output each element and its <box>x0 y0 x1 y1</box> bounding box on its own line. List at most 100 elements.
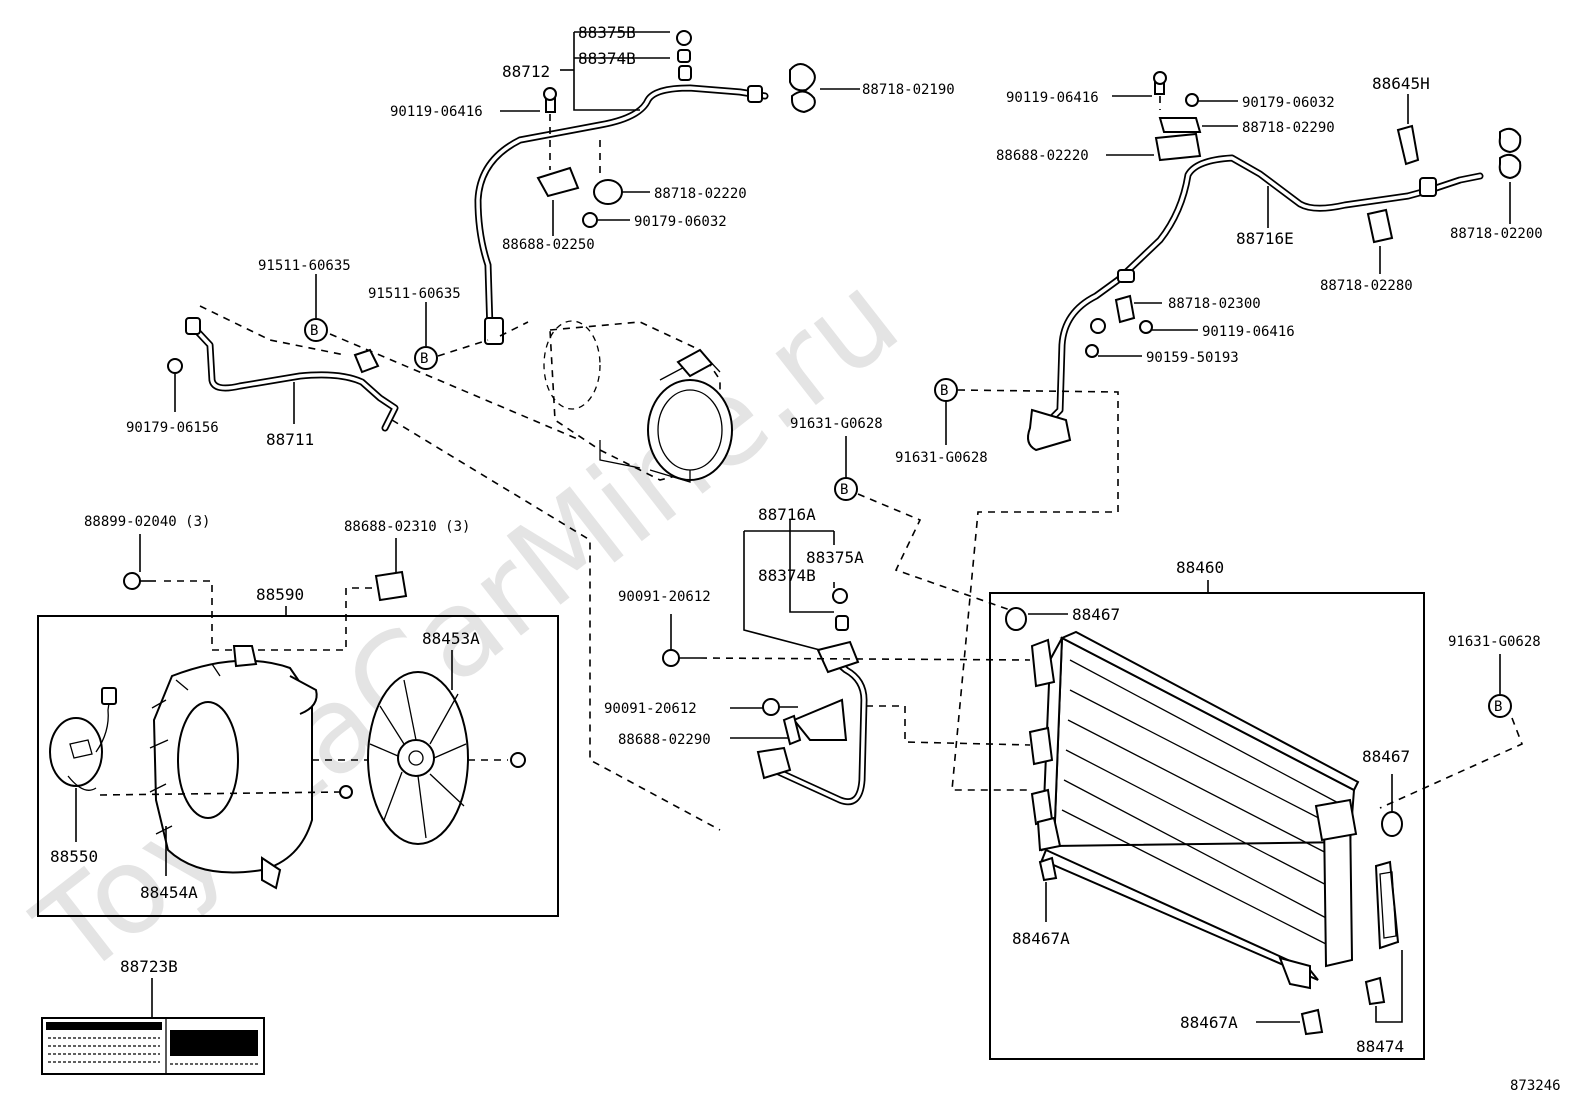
bracket-88688-02290 <box>792 698 848 741</box>
label-88718-02220: 88718-02220 <box>654 186 747 202</box>
label-88718-02280: 88718-02280 <box>1320 278 1413 294</box>
label-88454A: 88454A <box>140 883 198 902</box>
tube-end-loop <box>1027 408 1072 452</box>
bottom-mount <box>1036 816 1062 852</box>
label-91631-G0628-b: 91631-G0628 <box>895 450 988 466</box>
hose-fitting <box>484 317 504 345</box>
clamp-nut <box>1090 318 1106 334</box>
label-88375B: 88375B <box>578 23 636 42</box>
ref-marker-b-2-text: B <box>420 351 428 367</box>
label-91631-G0628-c: 91631-G0628 <box>1448 634 1541 650</box>
bolt-head <box>543 87 557 101</box>
bolt-90091-20612-b <box>762 698 780 716</box>
condenser-88460 <box>1028 630 1400 990</box>
label-90159-50193: 90159-50193 <box>1146 350 1239 366</box>
diagram-id: 873246 <box>1510 1078 1561 1094</box>
label-88590: 88590 <box>256 585 304 604</box>
hose-fitting-88711 <box>185 317 201 335</box>
bolt-90119-06416-c <box>1139 320 1153 334</box>
condenser-bracket-upper <box>1030 638 1056 688</box>
label-90179-06032-a: 90179-06032 <box>634 214 727 230</box>
label-88374B-mid: 88374B <box>758 566 816 585</box>
label-88467A-a: 88467A <box>1012 929 1070 948</box>
label-88374B-top: 88374B <box>578 49 636 68</box>
bracket-88711 <box>353 348 380 374</box>
fan-shroud-88454A <box>149 645 318 890</box>
label-88467-b: 88467 <box>1362 747 1410 766</box>
label-88716E: 88716E <box>1236 229 1294 248</box>
shroud-opening <box>177 701 239 819</box>
cushion-88718-02290 <box>1158 117 1202 133</box>
label-90119-06416-c: 90119-06416 <box>1202 324 1295 340</box>
cap-88718-02190 <box>789 63 816 92</box>
cushion-88467-b <box>1381 811 1403 837</box>
condenser-bracket-mid <box>1028 726 1054 766</box>
ref-marker-b-4-text: B <box>840 482 848 498</box>
cap-88718-02190-b <box>791 90 816 114</box>
ref-marker-b-3-text: B <box>940 383 948 399</box>
cushion-88467A-b <box>1300 1008 1324 1036</box>
condenser-box <box>989 592 1425 1060</box>
label-88688-02220: 88688-02220 <box>996 148 1089 164</box>
label-88375A: 88375A <box>806 548 864 567</box>
fan-motor-88550 <box>49 687 117 791</box>
cushion-88718-02300 <box>1114 294 1136 324</box>
label-88550: 88550 <box>50 847 98 866</box>
cushion-88718-02220 <box>593 179 623 205</box>
seal-88474 <box>1374 860 1400 950</box>
ref-marker-b-5-text: B <box>1494 699 1502 715</box>
ref-marker-b-2 <box>414 346 438 370</box>
liquid-tube-88716E <box>1027 71 1522 452</box>
cushion-88467-a <box>1005 607 1027 631</box>
motor-nut <box>339 785 353 799</box>
valve-core-88374B <box>677 49 691 63</box>
label-91631-G0628-a: 91631-G0628 <box>790 416 883 432</box>
bolt-head-b <box>1153 71 1167 85</box>
bracket-88688-02220 <box>1154 132 1202 162</box>
label-88712: 88712 <box>502 62 550 81</box>
compressor-bracket <box>676 348 714 378</box>
service-valve <box>678 65 692 81</box>
label-88460: 88460 <box>1176 558 1224 577</box>
hose-end-fitting <box>747 85 763 103</box>
label-88453A: 88453A <box>422 629 480 648</box>
receiver-cap <box>1314 798 1358 842</box>
label-88718-02290: 88718-02290 <box>1242 120 1335 136</box>
label-91511-60635-b: 91511-60635 <box>368 286 461 302</box>
label-90091-20612-a: 90091-20612 <box>618 589 711 605</box>
label-88474: 88474 <box>1356 1037 1404 1056</box>
fan-blade-88453A <box>367 671 469 845</box>
label-91511-60635-a: 91511-60635 <box>258 258 351 274</box>
label-88688-02250: 88688-02250 <box>502 237 595 253</box>
label-88467-a: 88467 <box>1072 605 1120 624</box>
ref-marker-b-4 <box>834 477 858 501</box>
bolt-90159-50193 <box>1085 344 1099 358</box>
screw-88899-02040 <box>123 572 141 590</box>
ref-marker-b-1 <box>304 318 328 342</box>
bolt-88688-02290 <box>782 714 802 746</box>
ref-marker-b-1-text: B <box>310 323 318 339</box>
clip-88688-02310 <box>374 570 408 602</box>
label-88688-02290: 88688-02290 <box>618 732 711 748</box>
liquid-tube-88716A <box>662 588 868 806</box>
bolt-88474 <box>1364 976 1386 1006</box>
pressure-switch-88645H <box>1396 124 1420 166</box>
label-90179-06156: 90179-06156 <box>126 420 219 436</box>
tube-fitting <box>1419 177 1437 197</box>
label-90179-06032-b: 90179-06032 <box>1242 95 1335 111</box>
tube-end-fitting <box>756 746 792 780</box>
shroud-tab <box>232 645 258 668</box>
cushion-88718-02280 <box>1366 208 1394 244</box>
label-90119-06416-b: 90119-06416 <box>1006 90 1099 106</box>
cap-88718-02200-a <box>1498 127 1522 154</box>
ref-marker-b-5 <box>1488 694 1512 718</box>
label-88711: 88711 <box>266 430 314 449</box>
label-90119-06416-a: 90119-06416 <box>390 104 483 120</box>
cap-88375A <box>832 588 848 604</box>
valve-core-88374B-mid <box>835 615 849 631</box>
label-88688-02310: 88688-02310 (3) <box>344 519 470 535</box>
label-88718-02300: 88718-02300 <box>1168 296 1261 312</box>
label-88723B: 88723B <box>120 957 178 976</box>
nut-90179-06032-b <box>1185 93 1199 107</box>
